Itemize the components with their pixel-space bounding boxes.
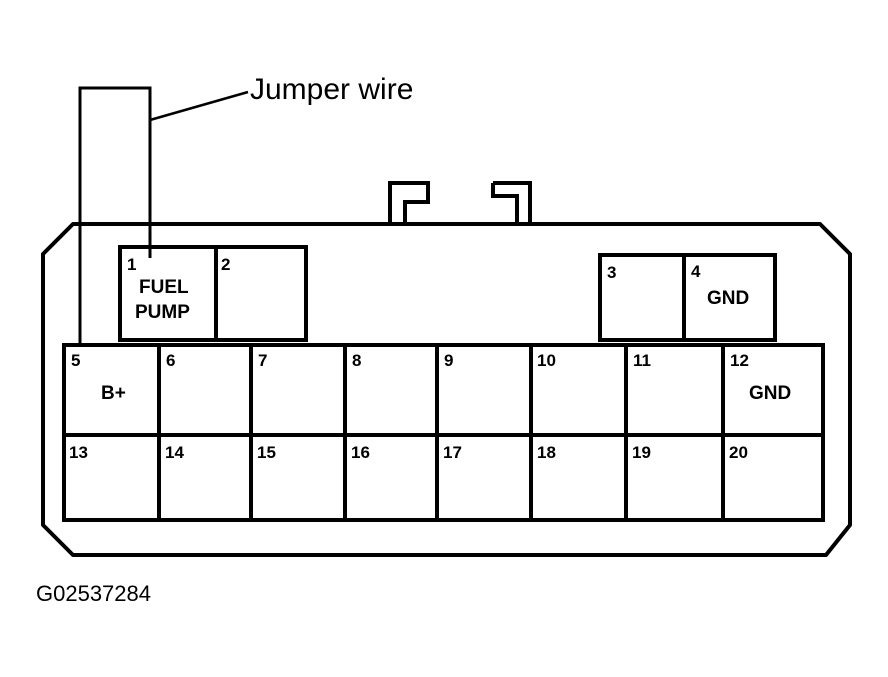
pin-number-12: 12 (730, 351, 749, 370)
pin-cavity-4 (682, 253, 777, 342)
pin-label-1-line-2: PUMP (135, 302, 190, 323)
pin-number-1: 1 (127, 255, 136, 274)
pin-number-19: 19 (632, 443, 651, 462)
pin-number-9: 9 (444, 351, 453, 370)
locking-tab-left (388, 181, 430, 224)
pin-label-12: GND (749, 383, 791, 404)
callout-label: Jumper wire (250, 73, 413, 106)
pin-number-17: 17 (443, 443, 462, 462)
locking-tab-right (491, 181, 532, 224)
pin-number-11: 11 (633, 351, 651, 370)
pin-number-8: 8 (352, 351, 361, 370)
pin-number-15: 15 (257, 443, 276, 462)
pin-number-14: 14 (165, 443, 184, 462)
pin-number-6: 6 (166, 351, 175, 370)
pin-label-4: GND (707, 288, 749, 309)
pin-number-4: 4 (691, 262, 701, 281)
pin-number-16: 16 (351, 443, 370, 462)
pin-number-3: 3 (607, 263, 616, 282)
connector-body (41, 222, 852, 557)
pin-number-5: 5 (71, 351, 80, 370)
pin-label-1-line-1: FUEL (139, 277, 189, 298)
jumper-wire (78, 86, 152, 345)
pin-grid (62, 343, 825, 522)
figure-id: G02537284 (36, 581, 151, 606)
pin-number-13: 13 (69, 443, 88, 462)
pin-number-18: 18 (537, 443, 556, 462)
pin-number-2: 2 (221, 255, 230, 274)
pin-cavity-2 (214, 245, 308, 342)
pin-grid-col-dividers (157, 345, 725, 520)
pin-label-5: B+ (101, 383, 126, 404)
callout-leader (149, 90, 249, 122)
pin-number-20: 20 (729, 443, 748, 462)
pin-number-7: 7 (258, 351, 267, 370)
pin-number-10: 10 (537, 351, 556, 370)
